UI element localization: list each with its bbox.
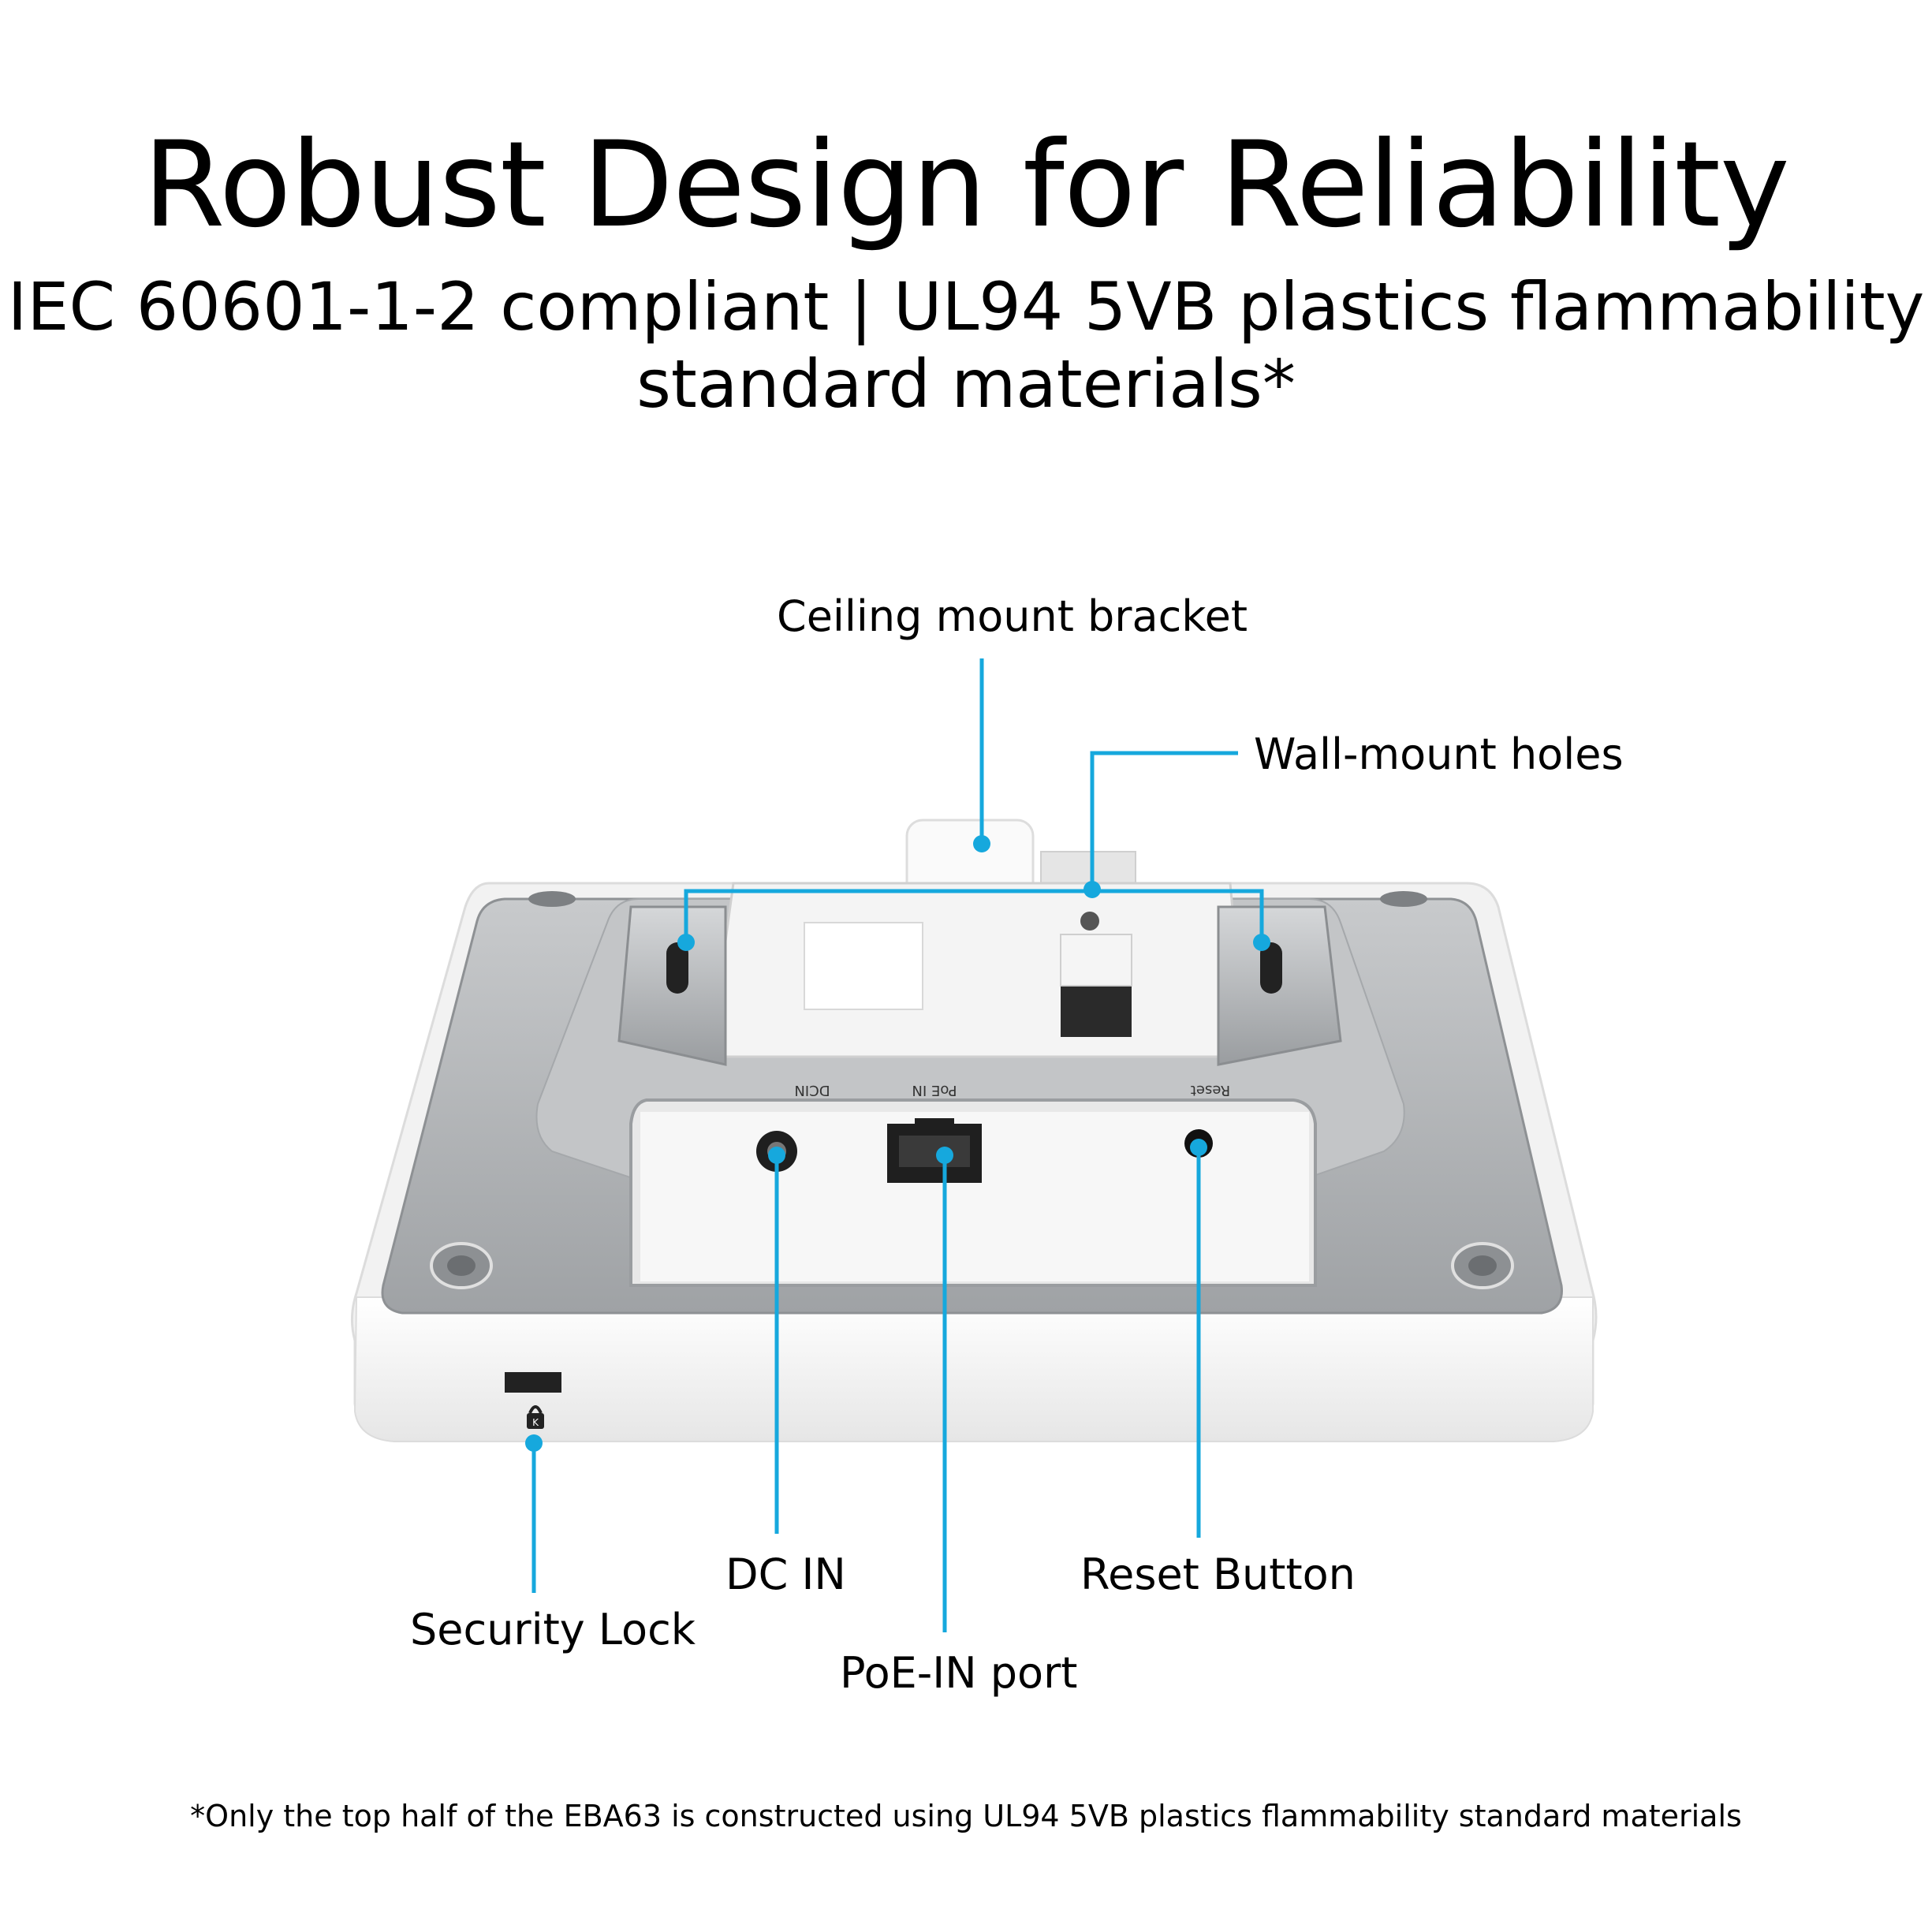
label-ceiling-mount: Ceiling mount bracket (777, 591, 1248, 641)
label-security-lock: Security Lock (410, 1605, 696, 1654)
dcin-print: DCIN (794, 1082, 830, 1098)
poe-in-port (887, 1118, 982, 1183)
lock-badge: K (532, 1417, 539, 1428)
wall-mount-clips (617, 905, 1342, 1066)
wall-mount-bracket (684, 889, 1264, 942)
corner-screw-holes (430, 891, 1514, 1289)
ceiling-bracket (708, 819, 1248, 1058)
callout-dots (525, 835, 1270, 1452)
label-wall-mount: Wall-mount holes (1254, 729, 1624, 779)
page-title: Robust Design for Reliability (143, 117, 1790, 254)
subtitle-line-2: standard materials* (636, 345, 1296, 423)
subtitle-line-1: IEC 60601-1-2 compliant | UL94 5VB plast… (7, 268, 1925, 345)
footnote: *Only the top half of the EBA63 is const… (190, 1799, 1742, 1833)
page-subtitle: IEC 60601-1-2 compliant | UL94 5VB plast… (0, 268, 1932, 423)
wall-mount-leader (1090, 751, 1238, 890)
reset-print: Reset (1191, 1082, 1230, 1098)
callout-lines (531, 658, 1264, 1632)
label-reset: Reset Button (1080, 1550, 1356, 1599)
label-dc-in: DC IN (725, 1550, 846, 1599)
label-poe-in: PoE-IN port (840, 1648, 1078, 1698)
security-lock-slot: K (505, 1372, 561, 1429)
port-label-strip: DCIN PoE IN Reset (794, 1082, 1230, 1098)
poein-print: PoE IN (912, 1082, 957, 1098)
